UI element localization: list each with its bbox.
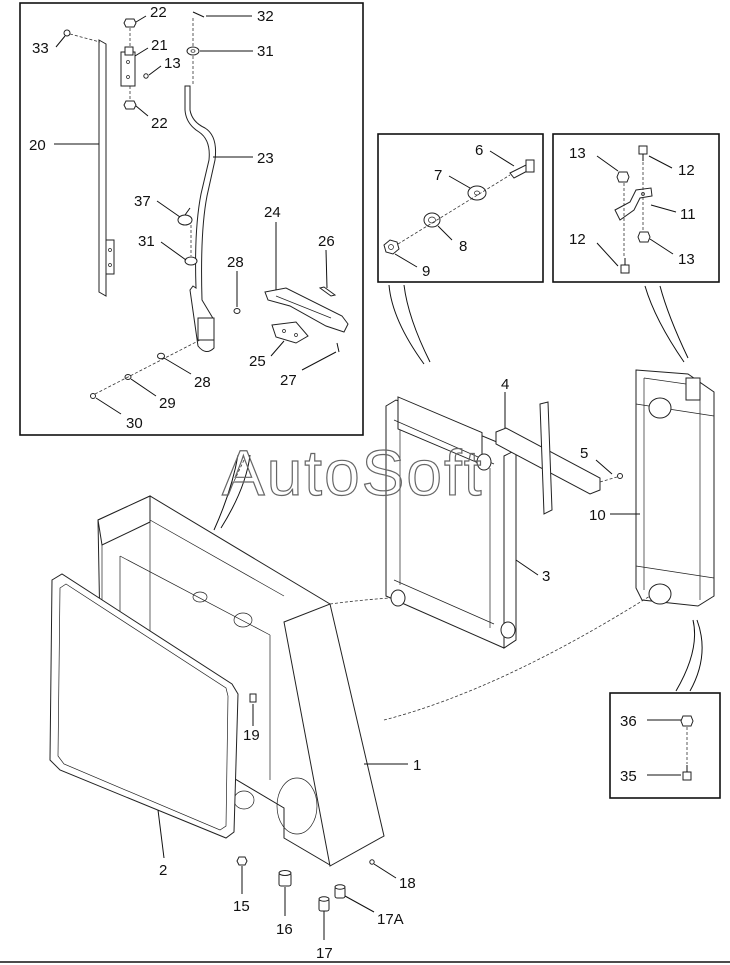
part-28-washer-b [157,352,165,360]
watermark-text: AutoSoft [222,437,484,509]
label-7: 7 [434,167,442,184]
label-22: 22 [150,4,167,21]
label-22: 22 [151,115,168,132]
label-1: 1 [413,757,421,774]
label-27: 27 [280,372,297,389]
part-8-washer [423,212,441,228]
part-27-bolt [336,342,340,353]
label-17: 17 [316,945,333,962]
part-17-grommet [318,896,330,912]
part-19-bolt [249,693,257,703]
assembly-paths [227,459,651,721]
part-37-clip [177,207,193,226]
part-35-bolt [682,765,692,781]
part-5-bolt [617,473,623,479]
label-5: 5 [580,445,588,462]
part-30-bolt [90,393,96,399]
part-26-pin [318,286,337,297]
label-8: 8 [459,238,467,255]
label-35: 35 [620,768,637,785]
label-12: 12 [678,162,695,179]
part-22-nut-top [123,18,137,28]
label-29: 29 [159,395,176,412]
part-25-bracket [271,321,309,344]
label-25: 25 [249,353,266,370]
part-13-bolt [143,73,149,79]
label-13: 13 [678,251,695,268]
part-13-nut-bottom [637,231,651,243]
label-10: 10 [589,507,606,524]
part-31-washer-bottom [184,256,198,266]
part-12-bolt-top [638,145,648,161]
leader-lines-11-13 [596,155,677,267]
part-23-rod [184,85,216,352]
label-26: 26 [318,233,335,250]
part-3-radiator [385,396,517,649]
label-13: 13 [164,55,181,72]
part-4-brace [495,401,601,515]
part-24-latch-plate [264,287,349,333]
detail-box-hardware-35-36 [609,692,721,799]
callout-arrows [213,284,703,692]
label-18: 18 [399,875,416,892]
part-2-seal-frame [49,573,239,839]
part-13-nut-top [616,171,630,183]
label-23: 23 [257,150,274,167]
part-10-intercooler [635,369,715,607]
part-6-bolt [509,159,535,179]
part-16-grommet [278,870,292,887]
part-22-nut-bottom [123,100,137,110]
label-12: 12 [569,231,586,248]
label-28: 28 [194,374,211,391]
label-13: 13 [569,145,586,162]
label-20: 20 [29,137,46,154]
label-6: 6 [475,142,483,159]
label-33: 33 [32,40,49,57]
label-11: 11 [680,206,696,223]
part-20-strip [98,39,115,297]
label-28: 28 [227,254,244,271]
label-17a: 17A [377,911,404,928]
part-11-bracket [614,187,653,221]
callout-labels: 22 32 33 21 13 31 22 20 23 37 24 31 26 2… [29,4,696,962]
label-2: 2 [159,862,167,879]
detail-box-hardware-6-9 [377,133,544,283]
label-16: 16 [276,921,293,938]
label-3: 3 [542,568,550,585]
leader-lines-35-36 [647,719,681,776]
part-9-nut [383,239,400,255]
part-36-nut [680,715,694,727]
part-15-nut [236,856,248,866]
part-28-washer-a [233,308,241,314]
leader-lines-latch [54,15,337,415]
label-24: 24 [264,204,281,221]
detail-box-bracket-11-13 [552,133,720,283]
label-30: 30 [126,415,143,432]
detail-box-latch [19,2,364,436]
label-32: 32 [257,8,274,25]
part-17a-grommet [334,884,346,899]
label-37: 37 [134,193,151,210]
part-33-bolt [63,29,101,43]
label-21: 21 [151,37,168,54]
label-4: 4 [501,376,509,393]
part-21-hinge [120,46,136,87]
label-31: 31 [257,43,274,60]
label-31: 31 [138,233,155,250]
part-32-pin [192,11,205,18]
part-12-bolt-bottom [620,258,630,274]
label-36: 36 [620,713,637,730]
label-19: 19 [243,727,260,744]
label-9: 9 [422,263,430,280]
label-15: 15 [233,898,250,915]
leader-lines-main [157,392,640,940]
leader-lines-6-9 [394,150,515,268]
part-18-bolt [369,859,375,865]
part-7-washer [467,185,487,201]
part-31-washer-top [186,46,200,56]
